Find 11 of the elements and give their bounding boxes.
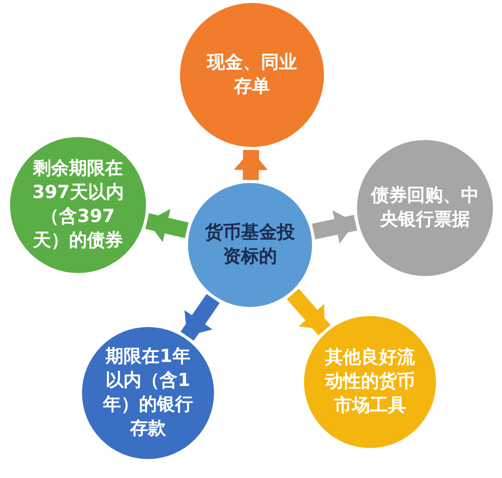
arrow — [286, 288, 331, 336]
node-label: 货币基金投资标的 — [205, 221, 295, 269]
node-label: 债券回购、中央银行票据 — [370, 184, 480, 232]
arrow — [234, 150, 268, 180]
arrow — [312, 210, 358, 244]
node-label: 期限在1年以内（含1年）的银行存款 — [102, 345, 194, 441]
arrow — [180, 294, 220, 341]
node-label: 剩余期限在397天以内（含397天）的债券 — [31, 157, 125, 253]
arrow — [145, 209, 188, 242]
node-label: 其他良好流动性的货币市场工具 — [324, 346, 416, 418]
node-label: 现金、同业存单 — [206, 51, 298, 99]
